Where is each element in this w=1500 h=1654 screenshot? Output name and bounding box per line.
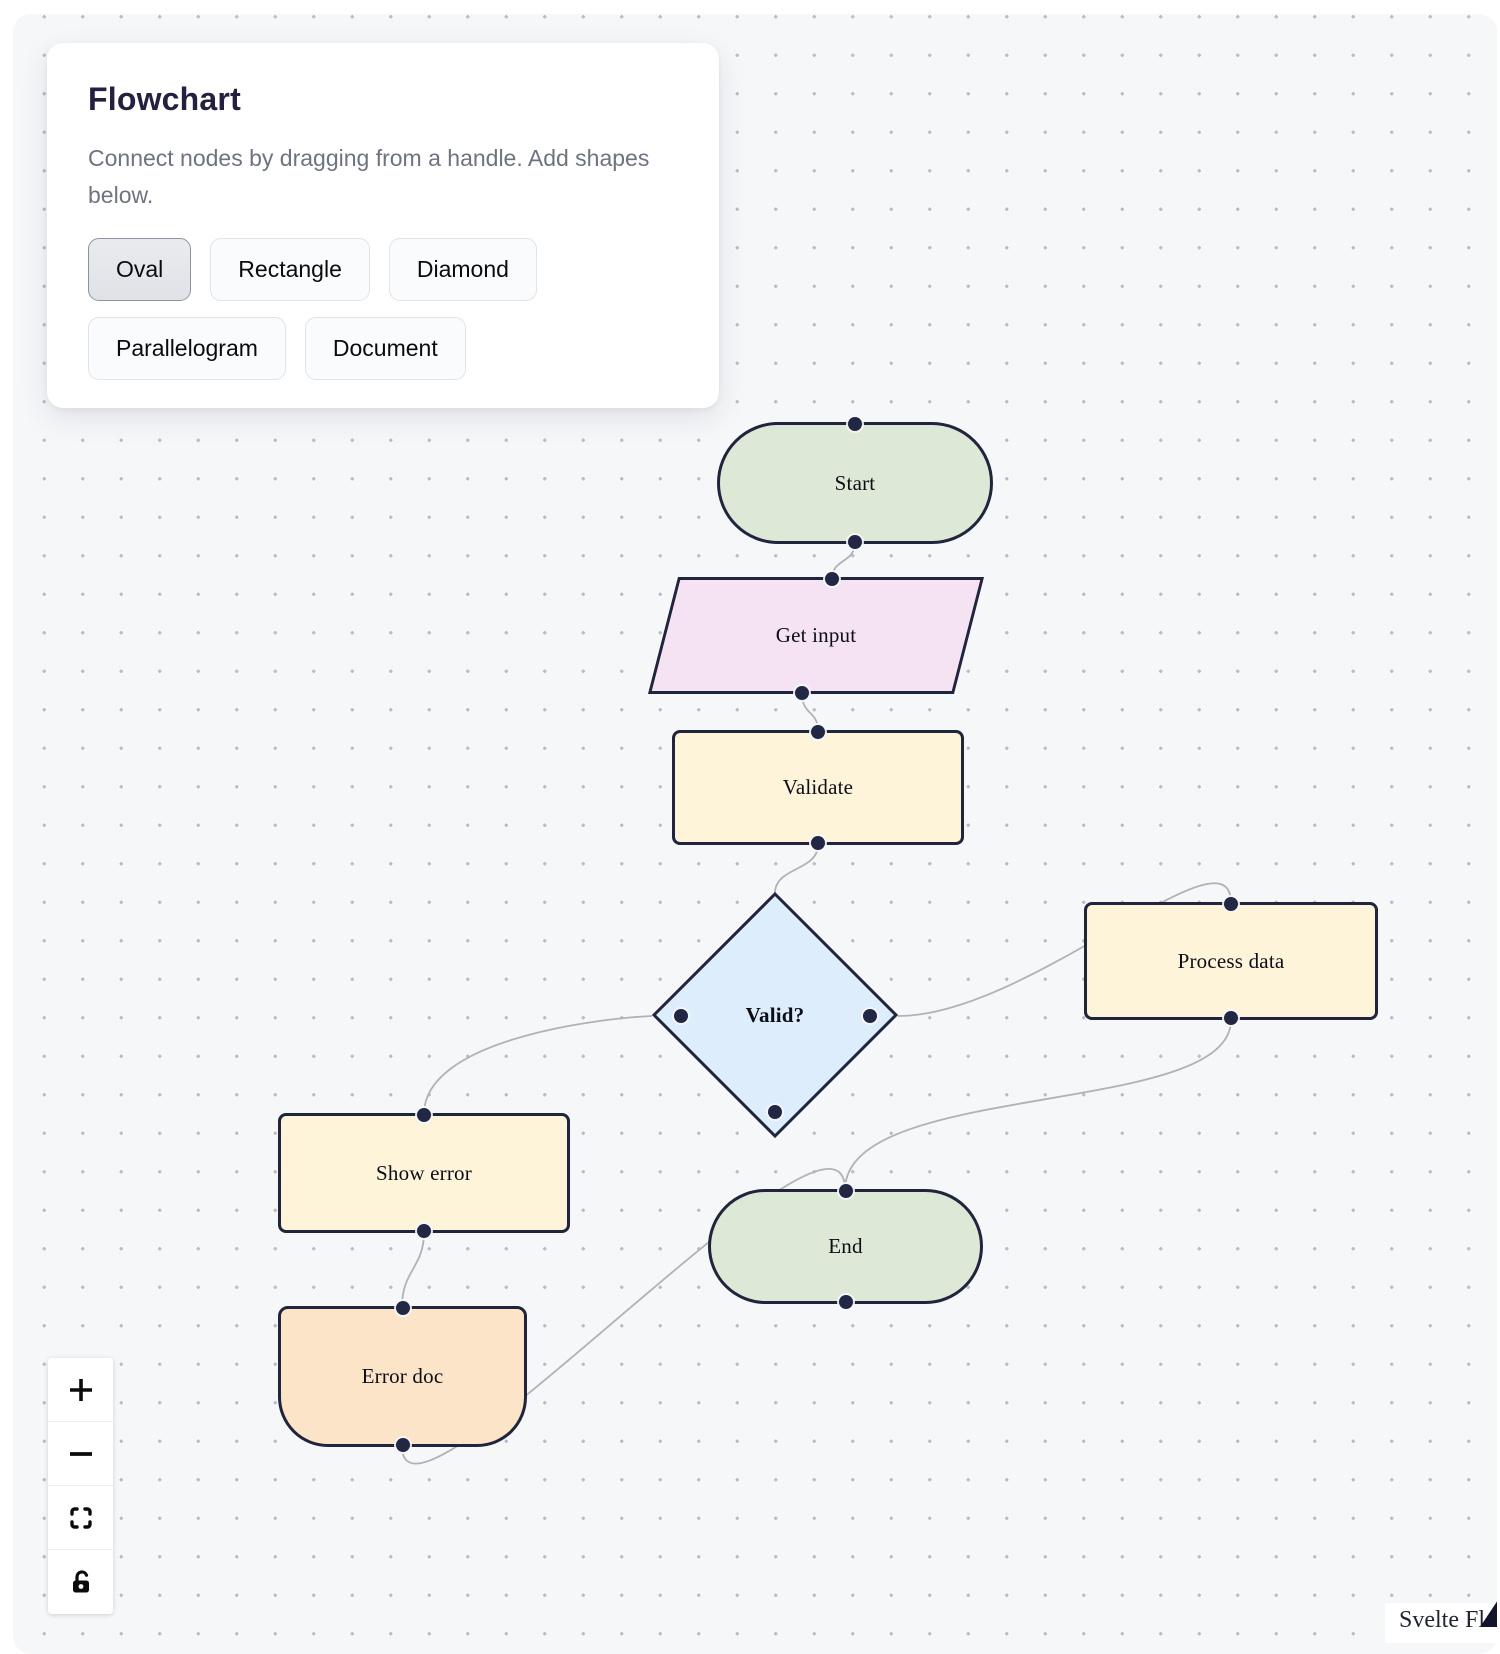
fit-view-icon xyxy=(69,1506,92,1529)
shape-button-document[interactable]: Document xyxy=(304,317,466,380)
node-end[interactable]: End xyxy=(708,1189,983,1304)
page-title: Flowchart xyxy=(88,81,241,117)
shape-button-oval[interactable]: Oval xyxy=(88,238,192,301)
node-label-process-data: Process data xyxy=(1177,948,1285,973)
connection-handle-show-error-0[interactable] xyxy=(417,1108,431,1122)
connection-handle-process-data-0[interactable] xyxy=(1224,897,1238,911)
panel-description: Connect nodes by dragging from a handle.… xyxy=(88,145,650,208)
svelte-flow-logo-icon xyxy=(1480,1601,1497,1627)
connection-handle-get-input-0[interactable] xyxy=(825,572,839,586)
node-label-end: End xyxy=(828,1234,863,1258)
connection-handle-valid-1[interactable] xyxy=(863,1009,877,1023)
attribution[interactable]: Svelte Flow xyxy=(1385,1601,1497,1643)
edge-error-doc-to-end[interactable] xyxy=(401,1168,846,1465)
node-process-data[interactable]: Process data xyxy=(1084,902,1378,1020)
connection-handle-valid-2[interactable] xyxy=(768,1105,782,1119)
connection-handle-process-data-1[interactable] xyxy=(1224,1011,1238,1025)
viewport-controls xyxy=(48,1358,113,1614)
connection-handle-start-0[interactable] xyxy=(848,417,862,431)
shape-buttons-row-1: Oval Rectangle Diamond xyxy=(88,238,679,301)
fit-view-button[interactable] xyxy=(48,1486,113,1550)
shape-button-diamond[interactable]: Diamond xyxy=(388,238,537,301)
minus-icon xyxy=(69,1451,92,1456)
connection-handle-start-1[interactable] xyxy=(848,535,862,549)
connection-handle-validate-1[interactable] xyxy=(811,836,825,850)
node-show-error[interactable]: Show error xyxy=(278,1113,570,1233)
shape-button-rectangle[interactable]: Rectangle xyxy=(210,238,370,301)
node-label-start: Start xyxy=(834,470,876,495)
node-label-valid: Valid? xyxy=(745,1002,805,1027)
node-start[interactable]: Start xyxy=(717,422,993,544)
edges-layer xyxy=(401,541,1232,1465)
connection-handle-validate-0[interactable] xyxy=(811,725,825,739)
connection-handle-error-doc-0[interactable] xyxy=(395,1301,410,1315)
zoom-out-button[interactable] xyxy=(48,1422,113,1486)
zoom-in-button[interactable] xyxy=(48,1358,113,1422)
connection-handle-end-0[interactable] xyxy=(838,1184,853,1198)
node-label-get-input: Get input xyxy=(775,623,857,647)
node-get-input[interactable]: Get input xyxy=(647,577,985,694)
connection-handle-end-1[interactable] xyxy=(838,1295,853,1309)
diamond-shape xyxy=(652,892,898,1138)
node-label-show-error: Show error xyxy=(376,1160,472,1185)
flowchart-panel: Flowchart Connect nodes by dragging from… xyxy=(47,43,719,408)
connection-handle-show-error-1[interactable] xyxy=(417,1224,431,1238)
plus-icon xyxy=(69,1378,92,1401)
edge-valid-to-show-error[interactable] xyxy=(423,1015,653,1115)
shape-buttons-row-2: Parallelogram Document xyxy=(88,317,679,380)
edge-process-data-to-end[interactable] xyxy=(844,1019,1232,1191)
connection-handle-error-doc-1[interactable] xyxy=(395,1438,410,1452)
node-label-error-doc: Error doc xyxy=(361,1364,444,1388)
unlock-icon xyxy=(72,1570,89,1593)
lock-toggle-button[interactable] xyxy=(48,1550,113,1614)
connection-handle-valid-0[interactable] xyxy=(674,1009,688,1023)
edge-validate-to-valid[interactable] xyxy=(774,844,819,894)
edge-show-error-to-error-doc[interactable] xyxy=(401,1231,425,1308)
node-validate[interactable]: Validate xyxy=(672,730,964,845)
node-valid[interactable]: Valid? xyxy=(652,892,898,1138)
shape-button-parallelogram[interactable]: Parallelogram xyxy=(88,317,286,380)
node-error-doc[interactable]: Error doc xyxy=(278,1306,527,1447)
connection-handle-get-input-1[interactable] xyxy=(795,686,809,700)
node-label-validate: Validate xyxy=(782,775,854,799)
